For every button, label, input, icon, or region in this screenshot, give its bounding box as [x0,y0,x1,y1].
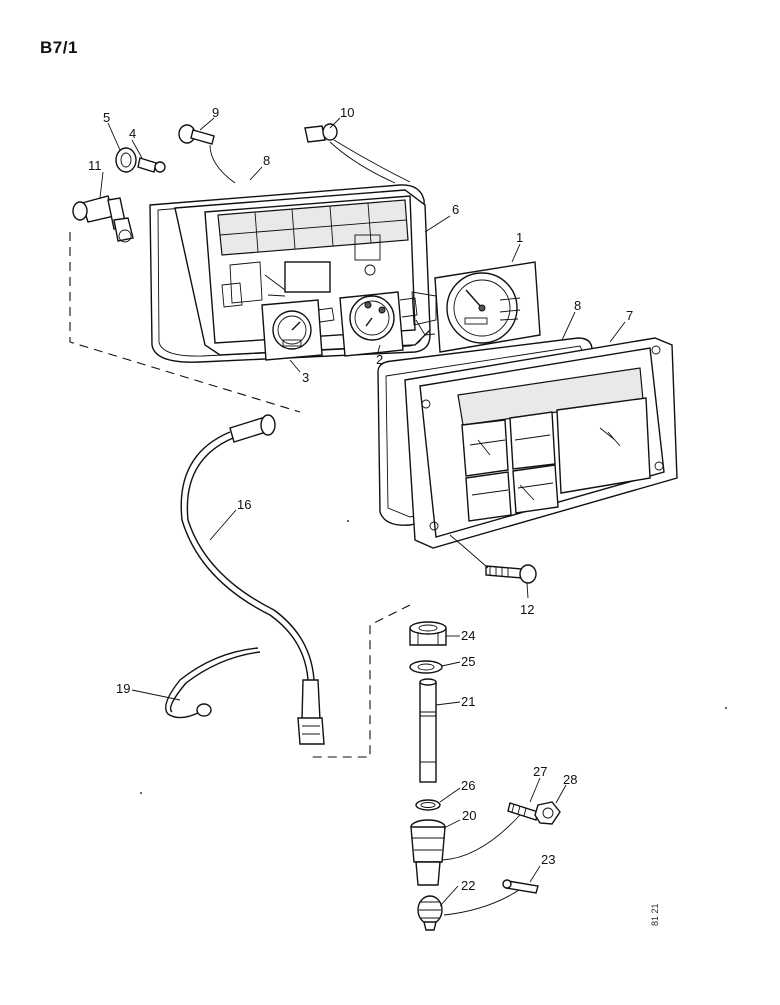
print-speck [347,520,349,522]
callout-8-front: 8 [574,298,581,313]
callout-27: 27 [533,764,547,779]
callout-labels: 1 2 3 4 5 6 7 8 8 9 10 11 12 16 19 20 21… [88,105,633,893]
callout-leaders [99,117,626,907]
small-gauge-3 [261,299,335,361]
callout-1: 1 [516,230,523,245]
cable-dashed-line [310,604,411,758]
screw-9 [178,124,236,184]
speedometer-1 [411,261,541,353]
housing-20 [410,814,521,886]
gauge-2 [339,291,418,357]
print-code: 81 21 [650,903,660,926]
bulb-4 [137,157,166,173]
drive-gear-22 [417,887,523,931]
callout-6: 6 [452,202,459,217]
callout-3: 3 [302,370,309,385]
gland-nut-24 [409,621,447,646]
callout-24: 24 [461,628,475,643]
clip-19 [165,647,261,719]
callout-8-rear: 8 [263,153,270,168]
assembly-dashed-line [69,232,301,413]
callout-23: 23 [541,852,555,867]
callout-2: 2 [376,352,383,367]
callout-12: 12 [520,602,534,617]
callout-4: 4 [129,126,136,141]
internal-component [284,261,331,293]
callout-20: 20 [462,808,476,823]
speedo-cable-16 [180,414,325,745]
washer-25 [409,660,443,674]
bulb-holder-5 [115,147,137,173]
drive-shaft-21 [419,678,437,783]
front-bezel-7 [404,337,678,549]
callout-25: 25 [461,654,475,669]
screw-12 [449,534,537,584]
callout-22: 22 [461,878,475,893]
print-speck [140,792,142,794]
page-reference: B7/1 [40,38,78,57]
callout-7: 7 [626,308,633,323]
o-ring-26 [415,799,441,811]
callout-28: 28 [563,772,577,787]
callout-26: 26 [461,778,475,793]
callout-11: 11 [88,158,102,173]
callout-10: 10 [340,105,354,120]
nut-28 [534,801,561,825]
callout-5: 5 [103,110,110,125]
bolt-27 [507,802,539,821]
tee-connector-11 [72,195,134,243]
callout-9: 9 [212,105,219,120]
pin-23 [502,879,539,894]
callout-21: 21 [461,694,475,709]
callout-16: 16 [237,497,251,512]
fitting-10 [304,123,411,184]
callout-19: 19 [116,681,130,696]
print-speck [725,707,727,709]
